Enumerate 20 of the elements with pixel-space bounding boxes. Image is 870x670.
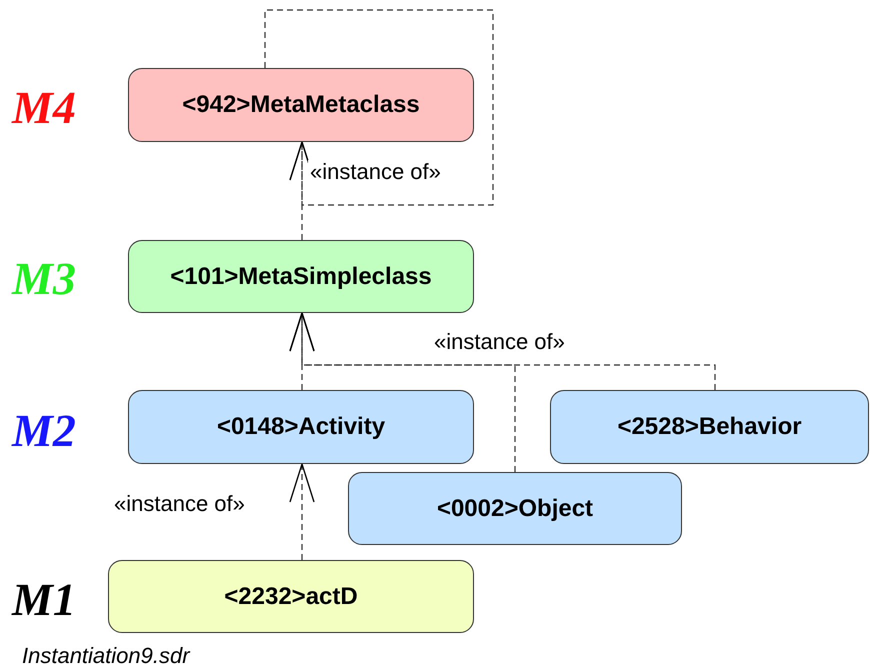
class-box	[128, 390, 474, 464]
class-name: <0148>Activity	[216, 413, 386, 441]
instance-of-arrow	[264, 9, 494, 206]
instance-of-arrow	[289, 463, 315, 560]
class-name: <101>MetaSimpleclass	[170, 262, 432, 290]
class-name: <0002>Object	[436, 494, 594, 522]
class-box	[128, 240, 474, 313]
instance-of-arrow	[289, 312, 716, 390]
class-box	[108, 560, 474, 633]
level-label: M1	[12, 577, 76, 623]
level-label: M3	[12, 256, 76, 302]
class-box	[348, 472, 682, 545]
caption: Instantiation9.sdr	[22, 643, 190, 669]
class-name: <942>MetaMetaclass	[182, 91, 420, 119]
class-box	[550, 390, 869, 464]
class-name: <2528>Behavior	[617, 413, 802, 441]
level-label: M4	[12, 85, 76, 131]
level-label: M2	[12, 408, 76, 454]
class-name: <2232>actD	[224, 582, 358, 610]
class-box	[128, 68, 474, 142]
